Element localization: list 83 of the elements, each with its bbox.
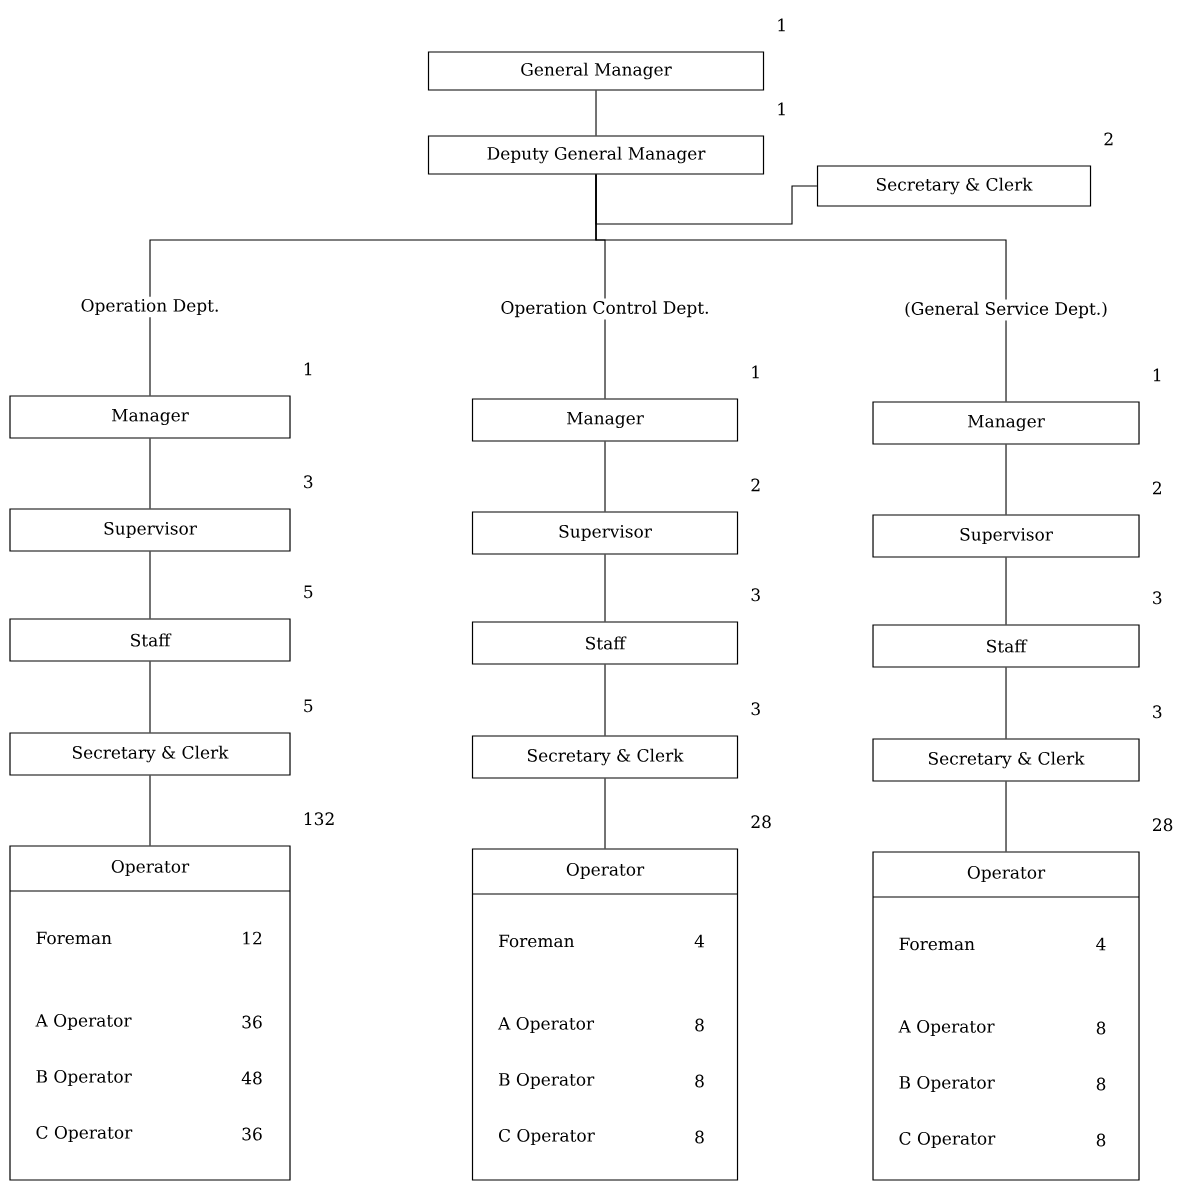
department-label: Operation Dept. [81,298,218,316]
position-box: Secretary & Clerk [816,165,1092,207]
operator-table: Operator Foreman 12 A Operator 36 B Operator 48 C Operator 36 [9,845,291,1181]
node-label: B Operator [36,1069,132,1087]
connector-line [149,551,151,619]
node-label: A Operator [898,1019,995,1037]
connector-line [604,664,606,736]
count-label: 2 [751,478,760,492]
operator-table: Operator Foreman 4 A Operator 8 B Operator 8 C Operator 8 [471,848,739,1181]
node-label: C Operator [36,1125,133,1143]
position-box: Staff [9,618,291,662]
connector-line [149,661,151,733]
node-label: C Operator [899,1131,996,1149]
connector-line [1005,319,1007,402]
connector-line [149,438,151,509]
count-label: 3 [751,702,760,716]
count-label: 3 [1153,591,1162,605]
connector-line [604,554,606,622]
position-box: Supervisor [471,511,739,555]
node-label: B Operator [498,1072,595,1090]
position-box: Secretary & Clerk [471,735,739,779]
position-box: Deputy General Manager [427,135,765,175]
node-label: A Operator [497,1016,595,1034]
node-label: 8 [1096,1077,1106,1091]
connector-line [1005,557,1007,625]
node-label: 8 [695,1074,704,1088]
node-label: Operator [566,862,645,880]
position-box: Supervisor [872,514,1140,558]
connector-line [149,316,151,396]
position-box: General Manager [427,51,765,91]
node-label: 4 [1096,937,1106,951]
count-label: 1 [778,18,785,32]
connector-line [149,775,151,846]
node-label: 8 [695,1018,704,1032]
node-label: 36 [242,1015,262,1029]
node-label: 12 [243,931,262,945]
count-label: 1 [1153,368,1161,382]
count-label: 2 [1104,132,1113,146]
position-box: Supervisor [9,508,291,552]
count-label: 3 [304,475,313,489]
node-label: 4 [694,934,705,948]
count-label: 28 [751,815,771,829]
position-box: Manager [471,398,739,442]
node-label: Operator [967,865,1046,883]
node-label: Foreman [36,931,112,945]
node-label: C Operator [499,1128,595,1146]
connector-line [604,441,606,512]
count-label: 5 [304,585,313,599]
node-label: B Operator [899,1075,995,1093]
node-label: 8 [695,1130,704,1144]
count-label: 5 [304,699,313,713]
position-box: Secretary & Clerk [872,738,1140,782]
count-label: 1 [778,102,785,116]
department-label: Operation Control Dept. [501,300,708,318]
operator-table: Operator Foreman 4 A Operator 8 B Operator 8 C Operator 8 [872,851,1140,1181]
connector-line [1005,667,1007,739]
node-label: 8 [1096,1021,1106,1035]
position-box: Secretary & Clerk [9,732,291,776]
node-label: Operator [111,859,190,877]
count-label: 28 [1153,818,1173,832]
count-label: 3 [1153,705,1162,719]
count-label: 2 [1153,481,1161,495]
connector-line [1005,781,1007,852]
connector-line [604,318,606,399]
node-label: Foreman [899,937,975,951]
position-box: Manager [872,401,1140,445]
node-label: 36 [242,1127,262,1141]
connector-line [604,778,606,849]
node-label: Foreman [498,934,575,948]
node-label: A Operator [35,1013,132,1031]
position-box: Staff [872,624,1140,668]
count-label: 1 [304,362,312,376]
count-label: 3 [751,588,760,602]
connector-line [1005,444,1007,515]
connector-line [595,174,1007,301]
node-label: 8 [1096,1133,1106,1147]
position-box: Staff [471,621,739,665]
count-label: 1 [752,365,759,379]
position-box: Manager [9,395,291,439]
department-label: (General Service Dept.) [905,301,1107,319]
node-label: 48 [241,1071,262,1085]
connector-line [595,90,597,136]
count-label: 132 [304,812,334,826]
